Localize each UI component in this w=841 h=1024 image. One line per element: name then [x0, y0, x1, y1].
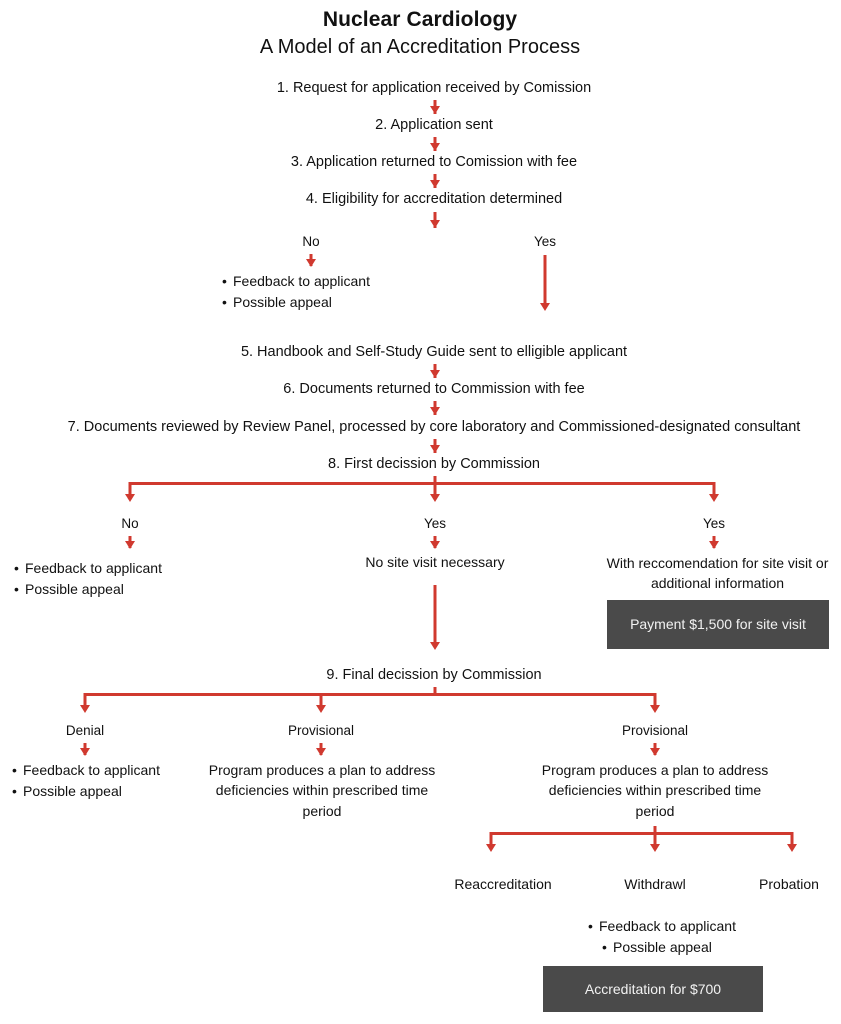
split-bus-step8 [129, 482, 715, 485]
arrowhead-bus-mid9 [316, 705, 326, 713]
split-bus-outcomes [490, 832, 793, 835]
connector-8-bus [433, 476, 437, 484]
branch9-right-text: Program produces a plan to address defic… [541, 762, 769, 819]
page-subtitle: A Model of an Accreditation Process [259, 36, 581, 58]
branch9-middle-label: Provisional [287, 723, 355, 738]
list-item: Possible appeal [14, 579, 162, 600]
page-title: Nuclear Cardiology [322, 8, 518, 31]
branch9-right-label: Provisional [621, 723, 689, 738]
connector-bus-withdrawl [653, 832, 657, 848]
connector-9-bus [433, 687, 437, 695]
connector-bus-right9 [653, 693, 657, 709]
outcome-withdrawl: Withdrawl [624, 876, 686, 892]
step-6: 6. Documents returned to Commission with… [283, 381, 585, 397]
step-9: 9. Final decission by Commission [326, 667, 542, 683]
step-4: 4. Eligibility for accreditation determi… [305, 191, 563, 207]
arrowhead-branch9-right [650, 748, 660, 756]
payment-box: Payment $1,500 for site visit [607, 600, 829, 649]
branch8-right-label: Yes [702, 516, 726, 531]
arrowhead-2-3 [430, 143, 440, 151]
step-3: 3. Application returned to Comission wit… [290, 154, 578, 170]
arrowhead-7-8 [430, 445, 440, 453]
list-item: Feedback to applicant [14, 558, 162, 579]
arrowhead-bus-withdrawl [650, 844, 660, 852]
branch8-middle-label: Yes [423, 516, 447, 531]
outcome-reaccreditation: Reaccreditation [454, 876, 552, 892]
connector-bus-probation [790, 832, 794, 848]
connector-middle8-step9 [433, 585, 437, 647]
step-7: 7. Documents reviewed by Review Panel, p… [67, 419, 801, 435]
outcomes-bullets: Feedback to applicant Possible appeal [588, 916, 736, 958]
arrowhead-branch8-left [125, 541, 135, 549]
branch9-middle-text: Program produces a plan to address defic… [208, 762, 436, 819]
arrowhead-branch8-middle [430, 541, 440, 549]
arrowhead-4-decision [430, 220, 440, 228]
branch8-middle-text: No site visit necessary [365, 554, 505, 570]
step-2: 2. Application sent [375, 117, 493, 133]
connector-bus-mid9 [319, 693, 323, 709]
arrowhead-bus-probation [787, 844, 797, 852]
arrowhead-yes-step5 [540, 303, 550, 311]
connector-bus-reaccreditation [489, 832, 493, 848]
arrowhead-6-7 [430, 407, 440, 415]
split-bus-step9 [84, 693, 656, 696]
step-5: 5. Handbook and Self-Study Guide sent to… [240, 344, 628, 360]
arrowhead-branch8-right [709, 541, 719, 549]
arrowhead-bus-right8 [709, 494, 719, 502]
list-item: Possible appeal [222, 292, 370, 313]
arrowhead-branch9-middle [316, 748, 326, 756]
connector-provisional-bus [653, 826, 657, 834]
arrowhead-middle8-step9 [430, 642, 440, 650]
arrowhead-3-4 [430, 180, 440, 188]
list-item: Feedback to applicant [588, 916, 736, 937]
arrowhead-bus-reaccreditation [486, 844, 496, 852]
arrowhead-bus-left8 [125, 494, 135, 502]
connector-bus-left9 [83, 693, 87, 709]
branch8-right-text: With reccomendation for site visit or ad… [606, 555, 829, 592]
branch8-left-bullets: Feedback to applicant Possible appeal [14, 558, 162, 600]
accreditation-box: Accreditation for $700 [543, 966, 763, 1012]
arrowhead-1-2 [430, 106, 440, 114]
connector-yes-step5 [543, 255, 547, 307]
connector-bus-right8 [712, 482, 716, 498]
arrowhead-bus-mid8 [430, 494, 440, 502]
list-item: Feedback to applicant [222, 271, 370, 292]
outcome-probation: Probation [759, 876, 819, 892]
branch4-no-label: No [302, 234, 320, 249]
list-item: Possible appeal [588, 937, 736, 958]
list-item: Possible appeal [12, 781, 160, 802]
arrowhead-5-6 [430, 370, 440, 378]
branch9-left-label: Denial [65, 723, 105, 738]
branch8-left-label: No [121, 516, 139, 531]
arrowhead-no-feedback [306, 259, 316, 267]
step-1: 1. Request for application received by C… [276, 80, 592, 96]
connector-bus-left8 [128, 482, 132, 498]
arrowhead-bus-left9 [80, 705, 90, 713]
connector-bus-mid8 [433, 482, 437, 498]
step-8: 8. First decission by Commission [328, 456, 540, 472]
arrowhead-bus-right9 [650, 705, 660, 713]
list-item: Feedback to applicant [12, 760, 160, 781]
arrowhead-branch9-left [80, 748, 90, 756]
branch4-no-bullets: Feedback to applicant Possible appeal [222, 271, 370, 313]
branch9-left-bullets: Feedback to applicant Possible appeal [12, 760, 160, 802]
branch4-yes-label: Yes [533, 234, 557, 249]
